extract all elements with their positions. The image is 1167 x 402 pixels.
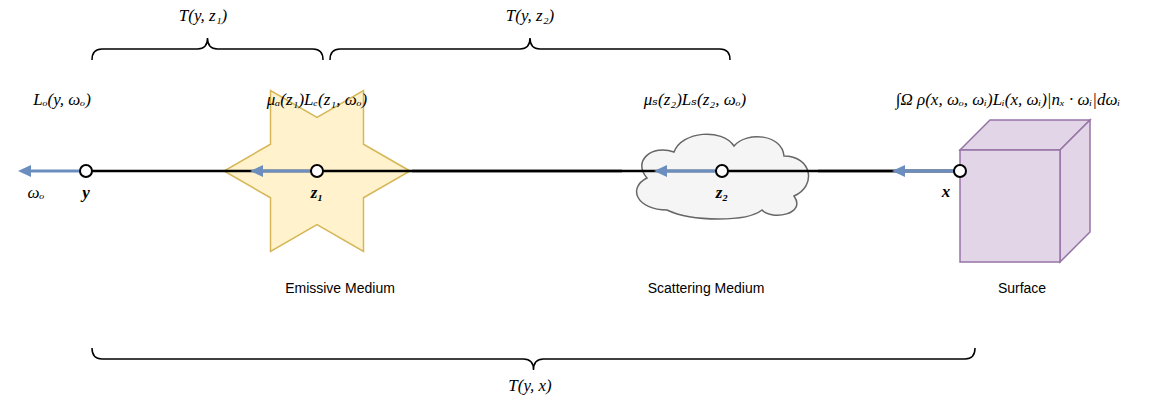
arrow-head <box>18 165 31 177</box>
scattering-medium: z₂ Scattering Medium <box>622 126 818 303</box>
point <box>954 165 966 177</box>
ray-line <box>86 170 960 173</box>
surface-cube: Surface <box>958 118 1092 303</box>
transmittance-label: T(y, z₂) <box>506 6 554 26</box>
emissive-medium: z₁ Emissive Medium <box>222 88 412 303</box>
point <box>311 165 323 177</box>
transmittance-label: T(y, z₁) <box>179 6 227 26</box>
point-label: z₂ <box>716 183 729 203</box>
brace <box>92 348 975 370</box>
light-path <box>818 165 958 177</box>
light-arrow <box>30 170 80 173</box>
point-label: y <box>82 183 90 203</box>
medium-name: Emissive Medium <box>285 280 395 297</box>
point-label: x <box>942 182 951 202</box>
brace <box>330 38 730 60</box>
scattering-formula: μₛ(z₂)Lₛ(z₂, ωₒ) <box>644 90 747 110</box>
direction-label: ωₒ <box>28 183 45 203</box>
transmittance-label: T(y, x) <box>508 376 551 396</box>
brace <box>92 38 323 60</box>
surface-name: Surface <box>998 280 1046 297</box>
sample-points <box>80 165 966 177</box>
radiance-formula: Lₒ(y, ωₒ) <box>33 90 91 110</box>
surface-cube-outline <box>958 118 1092 264</box>
ray-art <box>18 38 975 370</box>
point-label: z₁ <box>311 183 324 203</box>
emission-formula: μₐ(z₁)Lₑ(z₁, ωₒ) <box>267 90 367 110</box>
medium-name: Scattering Medium <box>648 280 765 297</box>
point <box>716 165 728 177</box>
point <box>80 165 92 177</box>
reflection-integral: ∫Ω ρ(x, ωₒ, ωᵢ)Lᵢ(x, ωᵢ)|nₓ · ωᵢ|dωᵢ <box>896 90 1120 110</box>
light-arrow <box>262 170 310 173</box>
